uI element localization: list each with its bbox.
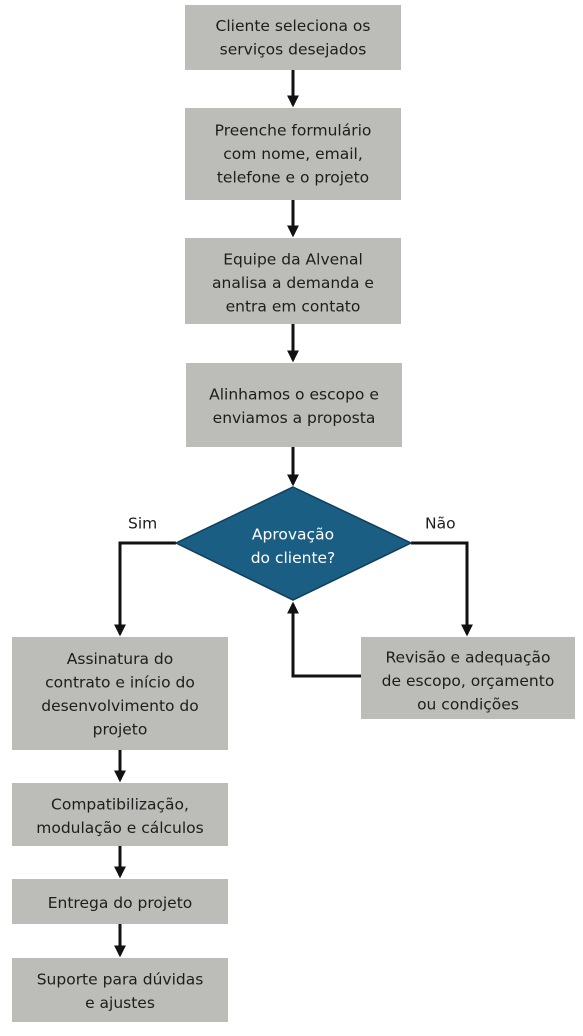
node-signature-text-line: desenvolvimento do bbox=[41, 696, 199, 714]
node-fill-form-text-line: telefone e o projeto bbox=[217, 168, 369, 186]
node-support-text: Suporte para dúvidas e ajustes bbox=[37, 970, 204, 1012]
branch-label-yes: Sim bbox=[128, 515, 157, 533]
node-scope-proposal-text: Alinhamos o escopo e enviamos a proposta bbox=[209, 385, 379, 427]
node-decision: Aprovação do cliente? bbox=[174, 486, 413, 601]
node-fill-form-text: Preenche formulário com nome, email, telef… bbox=[215, 121, 372, 186]
node-decision-text-line: Aprovação bbox=[252, 525, 334, 543]
node-delivery-text-line: Entrega do projeto bbox=[48, 894, 193, 912]
node-signature-text-line: Assinatura do bbox=[67, 649, 173, 667]
node-decision-text-line: do cliente? bbox=[251, 548, 336, 566]
node-fill-form: Preenche formulário com nome, email, telef… bbox=[185, 108, 401, 200]
node-delivery-text: Entrega do projeto bbox=[48, 894, 193, 912]
node-support-text-line: Suporte para dúvidas bbox=[37, 970, 204, 988]
node-support: Suporte para dúvidas e ajustes bbox=[12, 958, 228, 1022]
connectors bbox=[114, 70, 473, 958]
node-signature-text-line: projeto bbox=[93, 720, 148, 738]
arrow-revision-back-to-decision bbox=[287, 601, 361, 678]
node-scope-proposal: Alinhamos o escopo e enviamos a proposta bbox=[186, 363, 402, 447]
node-fill-form-text-line: Preenche formulário bbox=[215, 121, 372, 139]
node-delivery: Entrega do projeto bbox=[12, 879, 228, 924]
node-signature-text: Assinatura do contrato e início do desenvo… bbox=[41, 649, 199, 738]
branch-label-no: Não bbox=[425, 515, 456, 533]
node-signature-text-line: contrato e início do bbox=[45, 673, 195, 691]
node-team-analysis-text-line: entra em contato bbox=[226, 297, 361, 315]
decision-diamond bbox=[174, 486, 413, 601]
node-team-analysis-text-line: analisa a demanda e bbox=[212, 274, 374, 292]
node-compatibilization: Compatibilização, modulação e cálculos bbox=[12, 783, 228, 846]
node-revision-text: Revisão e adequação de escopo, orçamento o… bbox=[382, 648, 555, 713]
node-compatibilization-text-line: modulação e cálculos bbox=[36, 818, 203, 836]
node-scope-proposal-text-line: enviamos a proposta bbox=[213, 408, 376, 426]
node-team-analysis-text: Equipe da Alvenal analisa a demanda e entr… bbox=[212, 250, 374, 315]
node-fill-form-text-line: com nome, email, bbox=[223, 145, 363, 163]
node-team-analysis-text-line: Equipe da Alvenal bbox=[223, 250, 363, 268]
arrow-decision-no-to-revision bbox=[411, 541, 473, 637]
node-compatibilization-text-line: Compatibilização, bbox=[51, 795, 189, 813]
node-scope-proposal-text-line: Alinhamos o escopo e bbox=[209, 385, 379, 403]
node-compatibilization-text: Compatibilização, modulação e cálculos bbox=[36, 795, 203, 837]
node-revision-text-line: ou condições bbox=[417, 695, 519, 713]
node-select-services-text: Cliente seleciona os serviços desejados bbox=[216, 16, 371, 58]
node-select-services: Cliente seleciona os serviços desejados bbox=[185, 5, 401, 70]
node-select-services-text-line: serviços desejados bbox=[220, 40, 367, 58]
node-revision-text-line: Revisão e adequação bbox=[385, 648, 550, 666]
node-revision-text-line: de escopo, orçamento bbox=[382, 672, 555, 690]
node-revision: Revisão e adequação de escopo, orçamento o… bbox=[361, 637, 575, 719]
node-signature: Assinatura do contrato e início do desenvo… bbox=[12, 637, 228, 750]
node-decision-text: Aprovação do cliente? bbox=[251, 525, 336, 567]
arrow-decision-yes-to-signature bbox=[114, 541, 176, 637]
node-team-analysis: Equipe da Alvenal analisa a demanda e entr… bbox=[185, 238, 401, 324]
node-select-services-text-line: Cliente seleciona os bbox=[216, 16, 371, 34]
node-support-text-line: e ajustes bbox=[85, 993, 155, 1011]
